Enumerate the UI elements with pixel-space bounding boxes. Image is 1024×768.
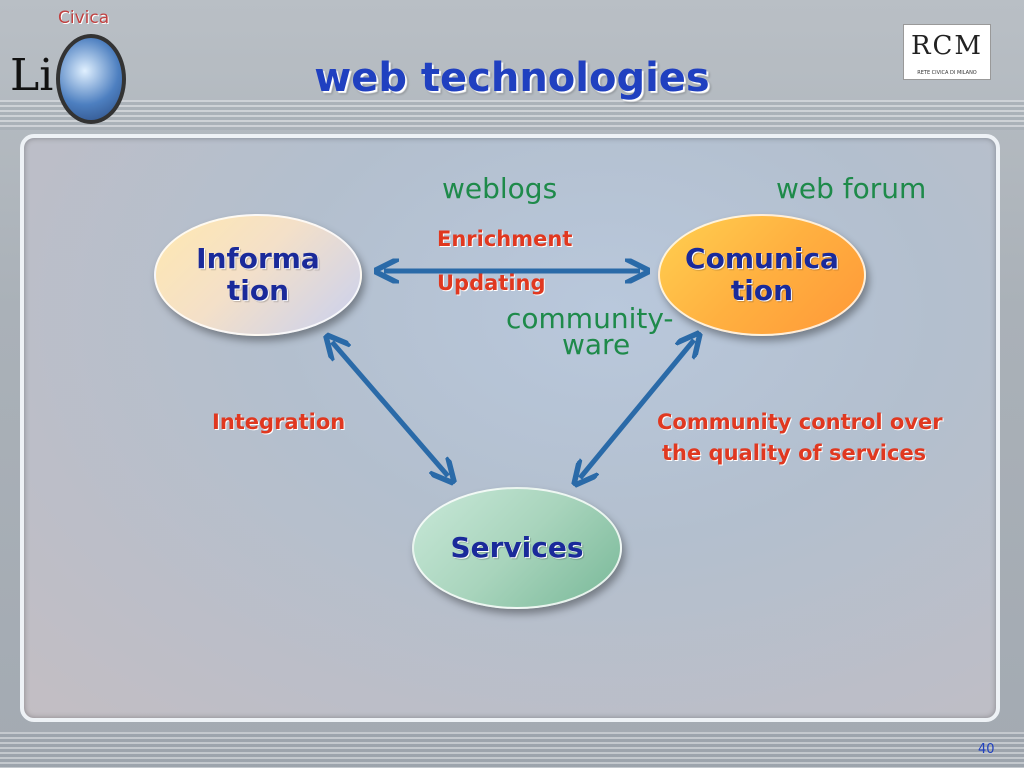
node-communication-line2: tion	[730, 274, 794, 307]
globe-icon	[56, 34, 126, 124]
label-community-control-line1: Community control over	[657, 410, 943, 434]
arrow-communication-services	[580, 340, 694, 478]
node-information-line1: Informa	[196, 242, 320, 275]
page-number: 40	[978, 742, 995, 757]
label-web-forum: web forum	[776, 172, 927, 205]
node-services: Services	[412, 487, 622, 609]
civica-logo: Civica Li	[8, 4, 128, 128]
label-community-control-line2: the quality of services	[662, 441, 927, 465]
logo-civica-text: Civica	[58, 8, 110, 28]
footer-stripes	[0, 732, 1024, 768]
arrow-information-services	[332, 342, 448, 476]
label-updating: Updating	[437, 271, 546, 295]
logo-rcm-subtitle: RETE CIVICA DI MILANO	[917, 70, 977, 76]
label-weblogs: weblogs	[442, 172, 558, 205]
logo-rcm-text: RCM	[910, 31, 984, 61]
slide-title: web technologies	[314, 55, 710, 101]
node-services-line1: Services	[450, 531, 584, 564]
label-community-ware-line1: community-	[506, 302, 674, 335]
rcm-logo: RCM RETE CIVICA DI MILANO	[903, 24, 991, 80]
logo-li-text: Li	[10, 50, 54, 101]
node-communication-line1: Comunica	[685, 242, 839, 275]
node-information: Informa tion	[154, 214, 362, 336]
node-communication: Comunica tion	[658, 214, 866, 336]
label-integration: Integration	[212, 410, 346, 434]
label-enrichment: Enrichment	[437, 227, 573, 251]
node-information-line2: tion	[226, 274, 290, 307]
header-stripes	[0, 100, 1024, 130]
label-community-ware-line2: ware	[562, 328, 631, 361]
